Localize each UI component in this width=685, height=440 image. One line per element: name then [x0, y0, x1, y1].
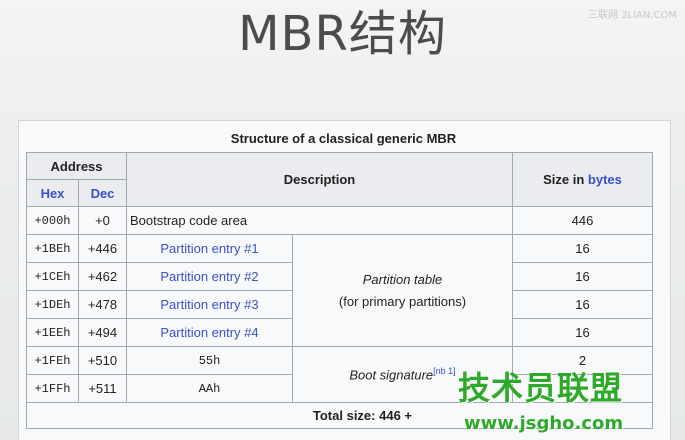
- dec-cell: +510: [78, 346, 127, 375]
- table-row: +1BEh +446 Partition entry #1 Partition …: [26, 234, 653, 347]
- header-hex[interactable]: Hex: [26, 179, 79, 207]
- size-cell: 2: [512, 346, 653, 375]
- hex-cell: +1DEh: [26, 290, 79, 319]
- size-cell: 16: [512, 234, 653, 263]
- table-row: +1FFh +511 AAh: [26, 374, 653, 403]
- header-description: Description: [126, 152, 513, 207]
- size-cell: 16: [512, 262, 653, 291]
- dec-cell: +462: [78, 262, 127, 291]
- slide-title: MBR结构: [238, 6, 447, 62]
- dec-cell: +494: [78, 318, 127, 347]
- size-cell: 446: [512, 206, 653, 235]
- dec-cell: +0: [78, 206, 127, 235]
- header-dec[interactable]: Dec: [78, 179, 127, 207]
- total-size-cell: Total size: 446 +: [26, 402, 653, 429]
- partition-entry-link[interactable]: Partition entry #2: [126, 262, 293, 291]
- table-row: +1FEh +510 55h Boot signature[nb 1] 2: [26, 346, 653, 403]
- hex-cell: +1BEh: [26, 234, 79, 263]
- hex-cell: +000h: [26, 206, 79, 235]
- table-caption: Structure of a classical generic MBR: [230, 131, 457, 146]
- partition-entry-link[interactable]: Partition entry #3: [126, 290, 293, 319]
- table-row: +1EEh +494 Partition entry #4 16: [26, 318, 653, 347]
- partition-entry-link[interactable]: Partition entry #1: [126, 234, 293, 263]
- size-cell: 16: [512, 290, 653, 319]
- partition-entry-link[interactable]: Partition entry #4: [126, 318, 293, 347]
- partition-table-sublabel: (for primary partitions): [338, 293, 467, 309]
- note-link[interactable]: [nb 1]: [433, 366, 456, 377]
- signature-byte-cell: 55h: [126, 346, 293, 375]
- hex-cell: +1EEh: [26, 318, 79, 347]
- partition-table-label: Partition table: [362, 271, 443, 287]
- boot-signature-label: Boot signature: [349, 367, 434, 383]
- signature-byte-cell: AAh: [126, 374, 293, 403]
- bytes-link[interactable]: bytes: [587, 172, 622, 187]
- hex-cell: +1FEh: [26, 346, 79, 375]
- header-address: Address: [26, 152, 127, 180]
- partition-table-group-cell: Partition table (for primary partitions): [292, 234, 513, 347]
- hex-cell: +1FFh: [26, 374, 79, 403]
- boot-signature-cell: Boot signature[nb 1]: [292, 346, 513, 403]
- size-cell: [512, 374, 653, 403]
- top-watermark: 三联网 3LIAN.COM: [587, 10, 677, 21]
- dec-cell: +446: [78, 234, 127, 263]
- hex-cell: +1CEh: [26, 262, 79, 291]
- total-row: Total size: 446 +: [26, 402, 653, 429]
- dec-cell: +478: [78, 290, 127, 319]
- size-cell: 16: [512, 318, 653, 347]
- table-row: +1DEh +478 Partition entry #3 16: [26, 290, 653, 319]
- header-size: Size in bytes: [512, 152, 653, 207]
- header-size-text: Size in: [543, 172, 588, 187]
- dec-cell: +511: [78, 374, 127, 403]
- mbr-table: Address Description Size in bytes Hex De…: [26, 152, 653, 429]
- table-row: +1CEh +462 Partition entry #2 16: [26, 262, 653, 291]
- description-cell: Bootstrap code area: [126, 206, 513, 235]
- table-row: +000h +0 Bootstrap code area 446: [26, 206, 653, 235]
